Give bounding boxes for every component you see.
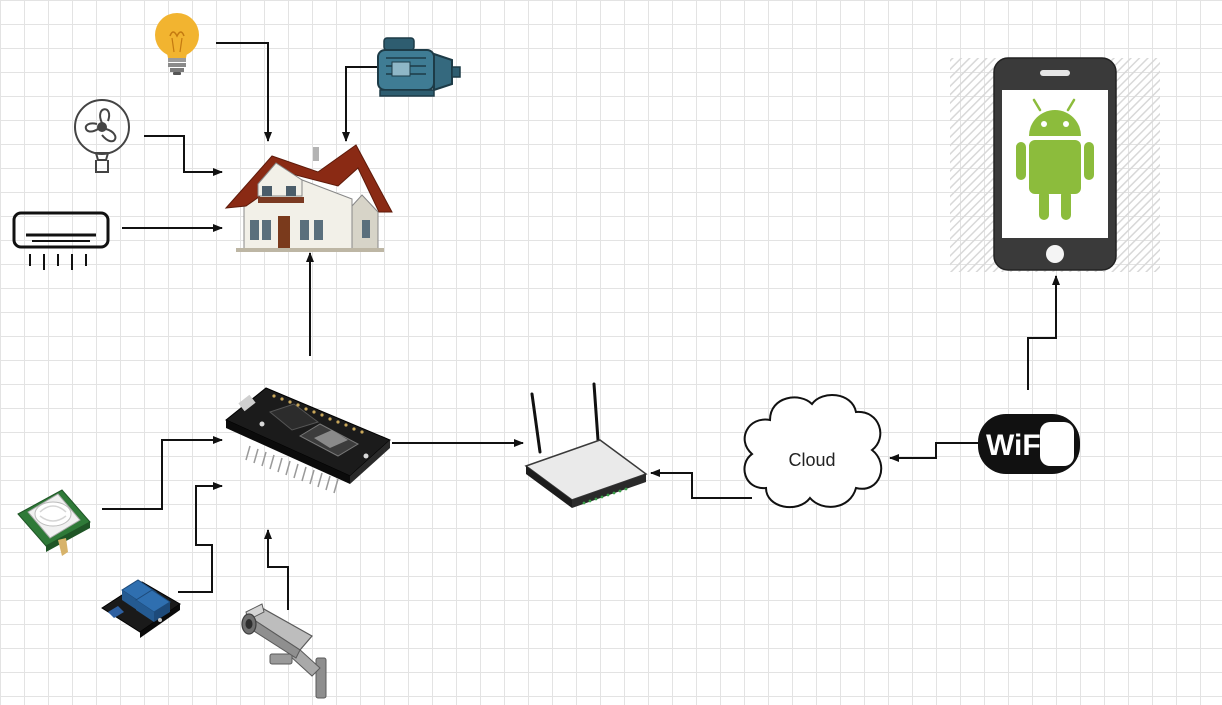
connector-fan-to-house bbox=[144, 135, 223, 176]
light-bulb-icon bbox=[155, 13, 199, 75]
fan-icon bbox=[74, 99, 130, 173]
nodemcu-board-icon bbox=[225, 387, 391, 494]
router-icon bbox=[524, 382, 648, 508]
relay-module-icon bbox=[101, 579, 181, 638]
connector-wifi-to-cloud bbox=[889, 442, 978, 462]
android-logo-icon bbox=[1016, 98, 1094, 220]
connectors bbox=[102, 42, 1060, 610]
connector-bulb-to-house bbox=[216, 42, 272, 142]
connector-cloud-to-router bbox=[650, 469, 752, 499]
pir-sensor-icon bbox=[17, 489, 91, 556]
connector-pir-to-board bbox=[102, 436, 223, 510]
connector-motor-to-house bbox=[342, 66, 378, 142]
wifi-icon: WiFi bbox=[978, 414, 1080, 474]
connector-relay-to-board bbox=[178, 482, 223, 593]
cloud-icon: Cloud bbox=[743, 393, 883, 508]
security-camera-icon bbox=[241, 603, 327, 699]
air-conditioner-icon bbox=[12, 211, 110, 270]
house-icon bbox=[224, 144, 393, 252]
wifi-label: WiFi bbox=[986, 429, 1049, 462]
connector-camera-to-board bbox=[264, 529, 289, 610]
connector-wifi-to-phone bbox=[1027, 275, 1060, 390]
motor-icon bbox=[377, 37, 461, 97]
cloud-label: Cloud bbox=[788, 450, 835, 470]
